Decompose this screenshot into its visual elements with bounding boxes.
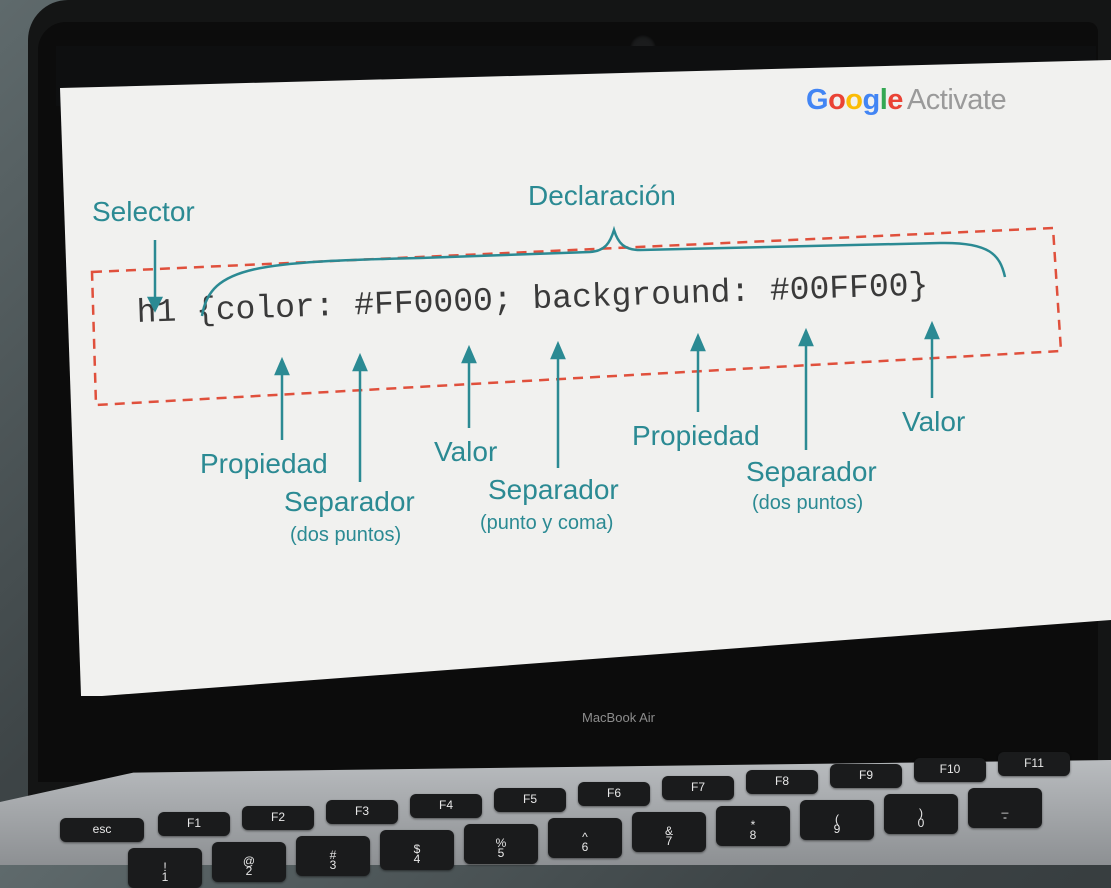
key-f4[interactable]: F4 (410, 794, 482, 818)
key-esc[interactable]: esc (60, 818, 144, 842)
key-f6[interactable]: F6 (578, 782, 650, 806)
logo-letter: G (806, 84, 829, 116)
logo-letter: o (828, 84, 846, 116)
key-6[interactable]: ^6 (548, 818, 622, 858)
key-f7[interactable]: F7 (662, 776, 734, 800)
logo-letter: o (845, 84, 863, 116)
annotation-overlay (90, 225, 1063, 482)
arrows (146, 240, 940, 482)
label-separador-2: Separador (488, 474, 619, 505)
slide (60, 60, 1111, 696)
declaration-label: Declaración (528, 180, 676, 211)
key-f10[interactable]: F10 (914, 758, 986, 782)
label-valor-2: Valor (902, 406, 966, 437)
logo-letter: g (862, 84, 881, 116)
declaration-brace (200, 225, 1007, 317)
key-3[interactable]: #3 (296, 836, 370, 876)
label-valor-1: Valor (434, 436, 498, 467)
key-9[interactable]: (9 (800, 800, 874, 840)
key-f8[interactable]: F8 (746, 770, 818, 794)
dashed-declaration-box (90, 226, 1063, 407)
logo-letter: e (887, 84, 903, 116)
key-f3[interactable]: F3 (326, 800, 398, 824)
key-f5[interactable]: F5 (494, 788, 566, 812)
key-0[interactable]: )0 (884, 794, 958, 834)
key-1[interactable]: !1 (128, 848, 202, 888)
label-separador-1: Separador (284, 486, 415, 517)
selector-label: Selector (92, 196, 195, 227)
key-8[interactable]: *8 (716, 806, 790, 846)
label-separador-3-sub: (dos puntos) (752, 492, 864, 514)
key-f1[interactable]: F1 (158, 812, 230, 836)
label-separador-2-sub: (punto y coma) (480, 512, 614, 534)
label-separador-3: Separador (746, 456, 877, 487)
key-2[interactable]: @2 (212, 842, 286, 882)
key-f11[interactable]: F11 (998, 752, 1070, 776)
laptop-brand: MacBook Air (582, 710, 655, 725)
key-f2[interactable]: F2 (242, 806, 314, 830)
key--[interactable]: _- (968, 788, 1042, 828)
label-separador-1-sub: (dos puntos) (290, 524, 402, 546)
logo-g: Google (806, 84, 903, 116)
logo-letter: l (879, 84, 888, 116)
label-propiedad-2: Propiedad (632, 420, 760, 451)
key-5[interactable]: %5 (464, 824, 538, 864)
key-7[interactable]: &7 (632, 812, 706, 852)
key-f9[interactable]: F9 (830, 764, 902, 788)
logo-activate: Activate (906, 84, 1007, 116)
key-4[interactable]: $4 (380, 830, 454, 870)
label-propiedad-1: Propiedad (200, 448, 328, 479)
